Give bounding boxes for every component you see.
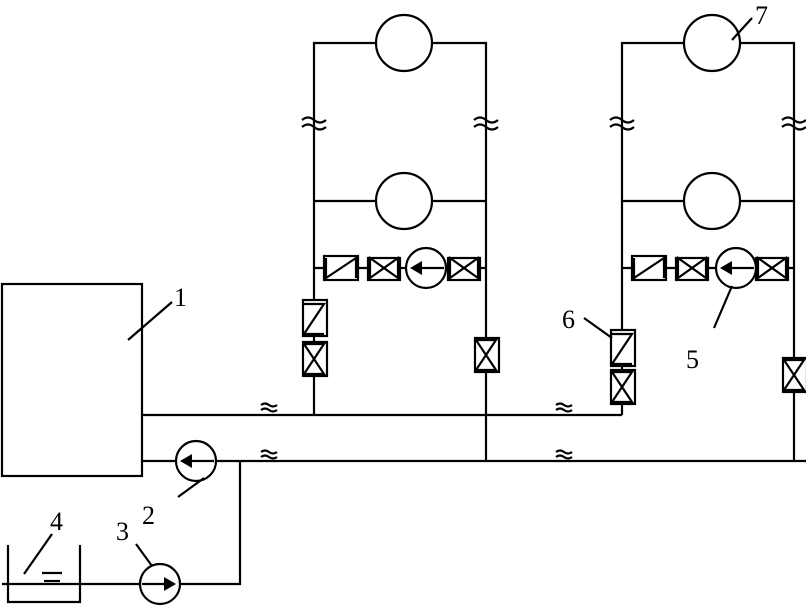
label-booster-pump: 5 xyxy=(686,345,699,374)
label-radiator: 7 xyxy=(755,1,768,30)
label-circulation-pump: 2 xyxy=(142,501,155,530)
label-boiler: 1 xyxy=(174,283,187,312)
booster-pump-b xyxy=(714,246,758,290)
riser-valves xyxy=(301,298,806,406)
riser-b xyxy=(609,41,806,461)
radiators xyxy=(374,13,742,231)
circulation-pump xyxy=(174,439,218,483)
callout-labels: 1 2 3 4 5 6 7 xyxy=(50,1,768,546)
leader-lines xyxy=(23,17,753,575)
label-makeup-pump: 3 xyxy=(116,517,129,546)
booster-pump-a xyxy=(404,246,448,290)
bypass-valves xyxy=(322,254,790,282)
riser-a xyxy=(301,41,499,461)
label-makeup-tank: 4 xyxy=(50,507,63,536)
pipe-break-symbols xyxy=(260,402,573,460)
makeup-tank xyxy=(6,545,82,604)
makeup-pump xyxy=(138,562,182,606)
makeup-line xyxy=(2,461,242,586)
boiler xyxy=(0,282,144,478)
label-check-valve: 6 xyxy=(562,305,575,334)
